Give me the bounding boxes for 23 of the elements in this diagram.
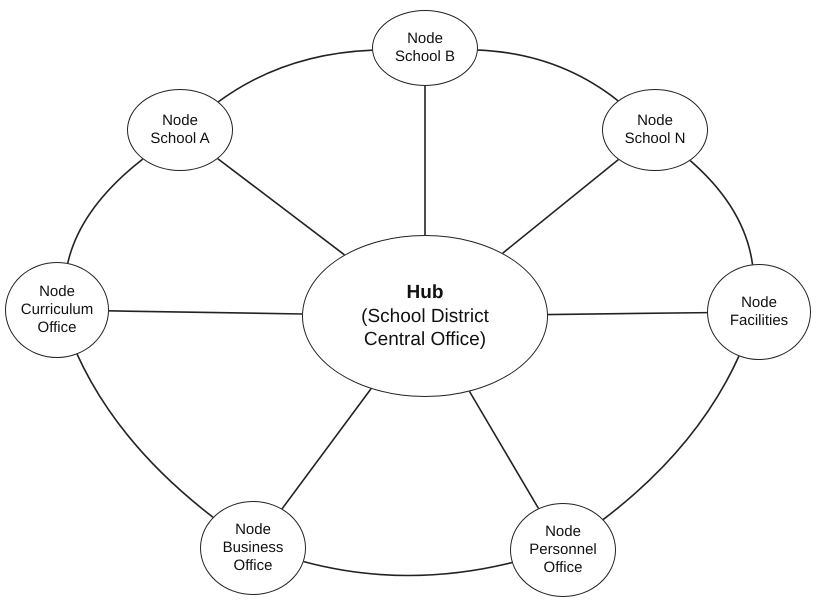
connector-line xyxy=(66,158,144,264)
node-label: Node Facilities xyxy=(728,294,790,330)
hub-title: Hub xyxy=(406,281,444,305)
node-label: Node School A xyxy=(149,112,211,148)
node-label: Node School N xyxy=(624,112,686,148)
node-label: Node Business Office xyxy=(222,521,284,575)
node-label: Node Personnel Office xyxy=(528,523,598,577)
connector-line xyxy=(468,391,540,509)
connector-line xyxy=(602,356,740,520)
connector-line xyxy=(76,354,214,518)
connector-line xyxy=(548,312,708,316)
node-label: Node School B xyxy=(394,30,456,66)
node-label: Node Curriculum Office xyxy=(20,283,94,337)
node-label: (School District Central Office) xyxy=(360,305,490,351)
connector-line xyxy=(218,49,372,102)
connector-line xyxy=(502,159,619,254)
connector-line xyxy=(281,388,372,510)
connector-line xyxy=(108,310,302,315)
connector-line xyxy=(217,158,345,256)
connector-line xyxy=(690,160,754,265)
connector-line xyxy=(304,560,512,576)
connector-line xyxy=(424,86,426,235)
connector-line xyxy=(478,49,618,102)
